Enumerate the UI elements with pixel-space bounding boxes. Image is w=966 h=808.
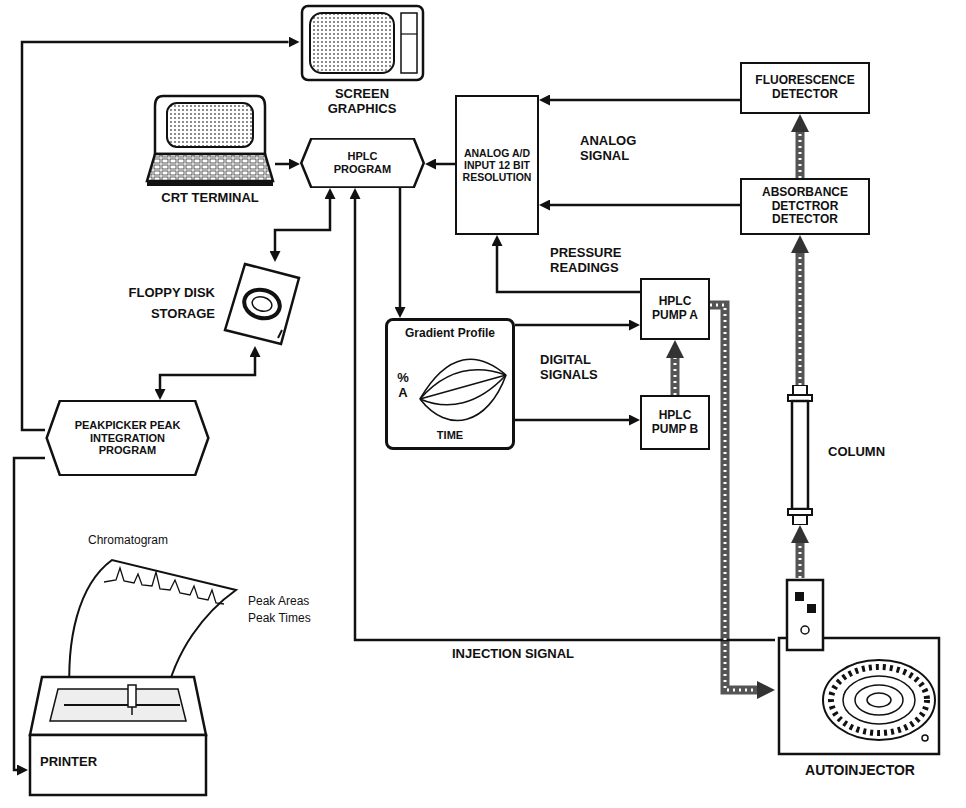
adc-box: ANALOG A/D INPUT 12 BIT RESOLUTION	[455, 95, 539, 235]
signal-label: ANALOG SIGNAL	[578, 133, 672, 165]
node-text: HPLC PROGRAM	[318, 150, 407, 175]
node-text: % A	[392, 371, 414, 401]
signal-line	[515, 324, 629, 327]
flow-tube	[671, 358, 680, 395]
grad-drawing	[418, 355, 508, 427]
program-hexagon: HPLC PROGRAM	[300, 138, 425, 188]
node-text: SCREEN GRAPHICS	[312, 87, 412, 117]
tube-texture	[799, 253, 802, 385]
autoinjector: AUTOINJECTOR	[775, 578, 945, 800]
floppy-drawing	[223, 262, 301, 346]
signal-line	[497, 246, 640, 292]
flow-tube	[796, 132, 805, 178]
signal-line	[550, 204, 740, 207]
detector-box: FLUORESCENCE DETECTOR	[740, 62, 870, 114]
pump-box: HPLC PUMP B	[640, 395, 710, 450]
gradient-box: Gradient Profile % A TIME	[385, 318, 515, 450]
printout-label: Peak Times	[246, 611, 313, 627]
injector-drawing	[775, 578, 945, 760]
signal-line	[436, 163, 455, 166]
signal-line	[550, 99, 740, 102]
flow-tube	[710, 305, 757, 690]
signal-line	[399, 188, 402, 307]
signal-line	[22, 42, 289, 430]
tube-texture	[710, 305, 757, 690]
program-hexagon: PEAKPICKER PEAK INTEGRATION PROGRAM	[45, 400, 210, 476]
node-text: ANALOG A/D INPUT 12 BIT RESOLUTION	[462, 147, 532, 183]
node-text: PEAKPICKER PEAK INTEGRATION PROGRAM	[63, 419, 192, 457]
signal-line	[355, 199, 775, 640]
flow-tube	[796, 253, 805, 385]
node-text: TIME	[388, 429, 512, 442]
terminal-icon: CRT TERMINAL	[140, 92, 280, 206]
pump-box: HPLC PUMP A	[640, 278, 710, 340]
floppy-disk: FLOPPY DISK STORAGE	[118, 262, 310, 346]
node-text: FLOPPY DISK STORAGE	[118, 283, 223, 325]
signal-label: INJECTION SIGNAL	[450, 646, 576, 663]
node-text: CRT TERMINAL	[160, 191, 260, 206]
signal-label: DIGITAL SIGNALS	[538, 352, 632, 384]
tube-texture	[799, 543, 802, 578]
node-text: AUTOINJECTOR	[775, 762, 945, 778]
monitor-drawing	[300, 4, 425, 84]
tube-texture	[799, 132, 802, 178]
monitor-icon: SCREEN GRAPHICS	[292, 4, 432, 117]
printer: PRINTER	[28, 655, 208, 800]
node-text: PRINTER	[40, 755, 97, 770]
signal-line	[275, 163, 289, 166]
signal-label: PRESSURE READINGS	[548, 245, 640, 277]
signal-line	[515, 419, 629, 422]
printer-drawing	[28, 655, 208, 800]
terminal-drawing	[145, 92, 275, 188]
node-text: FLUORESCENCE DETECTOR	[747, 74, 863, 102]
printout-label: Peak Areas	[246, 594, 311, 610]
node-text: Gradient Profile	[388, 321, 512, 341]
column: COLUMN	[780, 385, 880, 525]
detector-box: ABSORBANCE DETCTROR DETECTOR	[740, 178, 870, 235]
node-text: COLUMN	[828, 445, 885, 460]
column-drawing	[780, 385, 820, 525]
tube-texture	[674, 358, 677, 395]
node-text: ABSORBANCE DETCTROR DETECTOR	[747, 186, 863, 227]
signal-line	[160, 357, 255, 389]
flow-tube	[796, 543, 805, 578]
signal-line	[275, 199, 330, 251]
printout-label: Chromatogram	[86, 533, 170, 549]
node-text: HPLC PUMP B	[647, 409, 703, 437]
node-text: HPLC PUMP A	[647, 295, 703, 323]
